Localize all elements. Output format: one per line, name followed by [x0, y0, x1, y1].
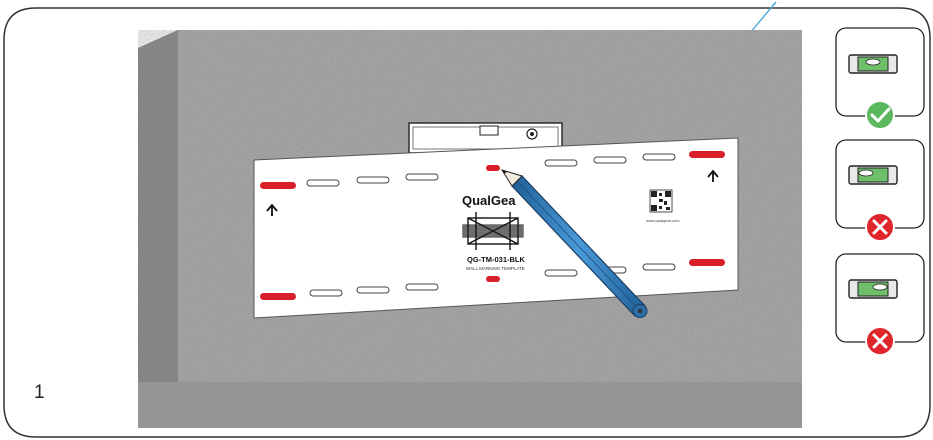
pencil-tip	[500, 169, 523, 187]
level-check-card-incorrect	[835, 139, 925, 242]
wall-marking-template: QualGea QG-TM-031-BLK WALL MARKING TEMPL…	[253, 137, 739, 319]
template-subtitle: WALL MARKING TEMPLATE	[466, 266, 525, 271]
template-url: www.qualgear.com	[646, 218, 680, 223]
wall-mount-icon	[462, 212, 524, 250]
step-number: 1	[34, 382, 45, 403]
up-arrow-icon	[266, 203, 278, 216]
qr-code-icon	[649, 189, 673, 213]
panel-frame	[3, 7, 931, 438]
template-brand: QualGea	[462, 193, 516, 208]
wall-left-side	[138, 30, 178, 428]
template-marks-top	[260, 151, 725, 189]
bubble-level-icon	[848, 165, 898, 185]
bubble-level-icon	[848, 279, 898, 299]
template-slots-top	[306, 153, 676, 187]
level-check-card-incorrect	[835, 253, 925, 356]
check-icon	[865, 100, 895, 130]
template-model: QG-TM-031-BLK	[467, 255, 526, 264]
bubble-level-icon	[848, 54, 898, 74]
template-marks-bottom	[260, 259, 725, 300]
up-arrow-icon	[707, 169, 719, 182]
level-check-card-correct	[835, 27, 925, 130]
pencil	[500, 169, 648, 318]
